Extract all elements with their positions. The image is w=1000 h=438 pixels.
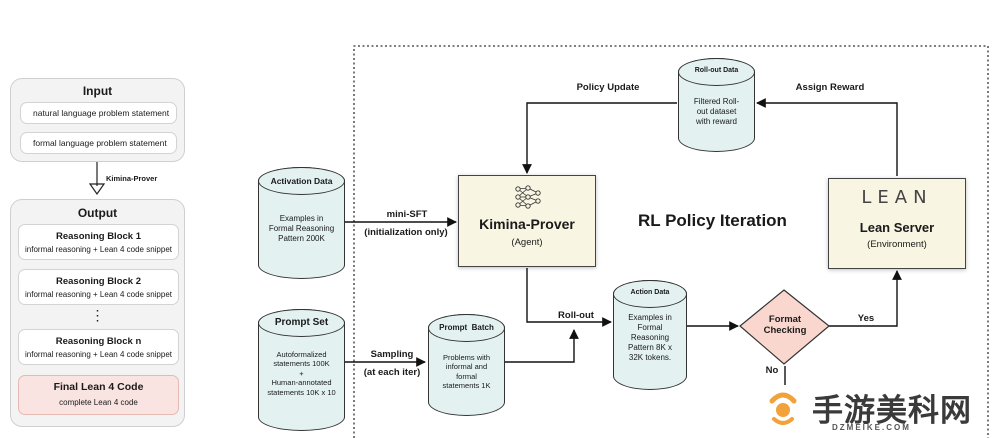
mini-sft-label: mini-SFT — [386, 209, 428, 220]
activation-data-title: Activation Data — [270, 176, 333, 186]
kimina-box-title: Kimina-Prover — [479, 216, 575, 232]
at-each-iter-label: (at each iter) — [363, 367, 421, 378]
prompt-batch-title: Prompt Batch — [439, 323, 494, 332]
lean-logo: LEAN — [861, 187, 933, 208]
neural-network-icon — [515, 185, 541, 209]
reasoning-block-title: Reasoning Block 2 — [56, 276, 141, 287]
kimina-arrow-label: Kimina-Prover — [106, 174, 158, 183]
reasoning-block-sub: informal reasoning + Lean 4 code snippet — [25, 290, 172, 299]
lean-box-title: Lean Server — [859, 220, 935, 235]
watermark-subtext: DZMEIKE.COM — [832, 423, 911, 432]
init-only-label: (initialization only) — [364, 227, 448, 238]
kimina-box-sub: (Agent) — [511, 237, 543, 248]
no-label: No — [765, 365, 779, 376]
input-panel: Input natural language problem statement… — [10, 78, 185, 162]
lean-server-box: LEAN Lean Server (Environment) — [828, 178, 966, 269]
kimina-prover-box: Kimina-Prover (Agent) — [458, 175, 596, 267]
watermark-logo-icon — [761, 386, 805, 430]
ellipsis: ⋮ — [90, 307, 105, 323]
action-data-title: Action Data — [630, 289, 670, 296]
yes-label: Yes — [857, 313, 875, 324]
input-field-formal: formal language problem statement — [20, 132, 177, 154]
reasoning-block-sub: informal reasoning + Lean 4 code snippet — [25, 350, 172, 359]
input-panel-title: Input — [82, 84, 113, 98]
reasoning-block-title: Reasoning Block n — [55, 336, 142, 347]
reasoning-block-1: Reasoning Block 1 informal reasoning + L… — [18, 224, 179, 260]
final-block-sub: complete Lean 4 code — [59, 398, 138, 407]
reasoning-block-n: Reasoning Block n informal reasoning + L… — [18, 329, 179, 365]
assign-reward-label: Assign Reward — [795, 82, 865, 93]
kimina-down-arrow — [88, 162, 106, 196]
final-block-title: Final Lean 4 Code — [53, 381, 144, 393]
roll-out-label: Roll-out — [558, 310, 594, 321]
final-lean-code-block: Final Lean 4 Code complete Lean 4 code — [18, 375, 179, 415]
output-panel: Output Reasoning Block 1 informal reason… — [10, 199, 185, 427]
output-panel-title: Output — [77, 206, 118, 220]
lean-box-sub: (Environment) — [867, 239, 927, 250]
sampling-label: Sampling — [370, 349, 414, 360]
reasoning-block-sub: informal reasoning + Lean 4 code snippet — [25, 245, 172, 254]
rl-policy-iteration-title: RL Policy Iteration — [638, 211, 787, 230]
rollout-data-title: Roll-out Data — [694, 67, 739, 74]
reasoning-block-title: Reasoning Block 1 — [56, 231, 141, 242]
prompt-set-title: Prompt Set — [274, 317, 329, 328]
policy-update-label: Policy Update — [576, 82, 640, 93]
input-field-natural: natural language problem statement — [20, 102, 177, 124]
reasoning-block-2: Reasoning Block 2 informal reasoning + L… — [18, 269, 179, 305]
watermark-text: 手游美科网 — [812, 393, 972, 428]
